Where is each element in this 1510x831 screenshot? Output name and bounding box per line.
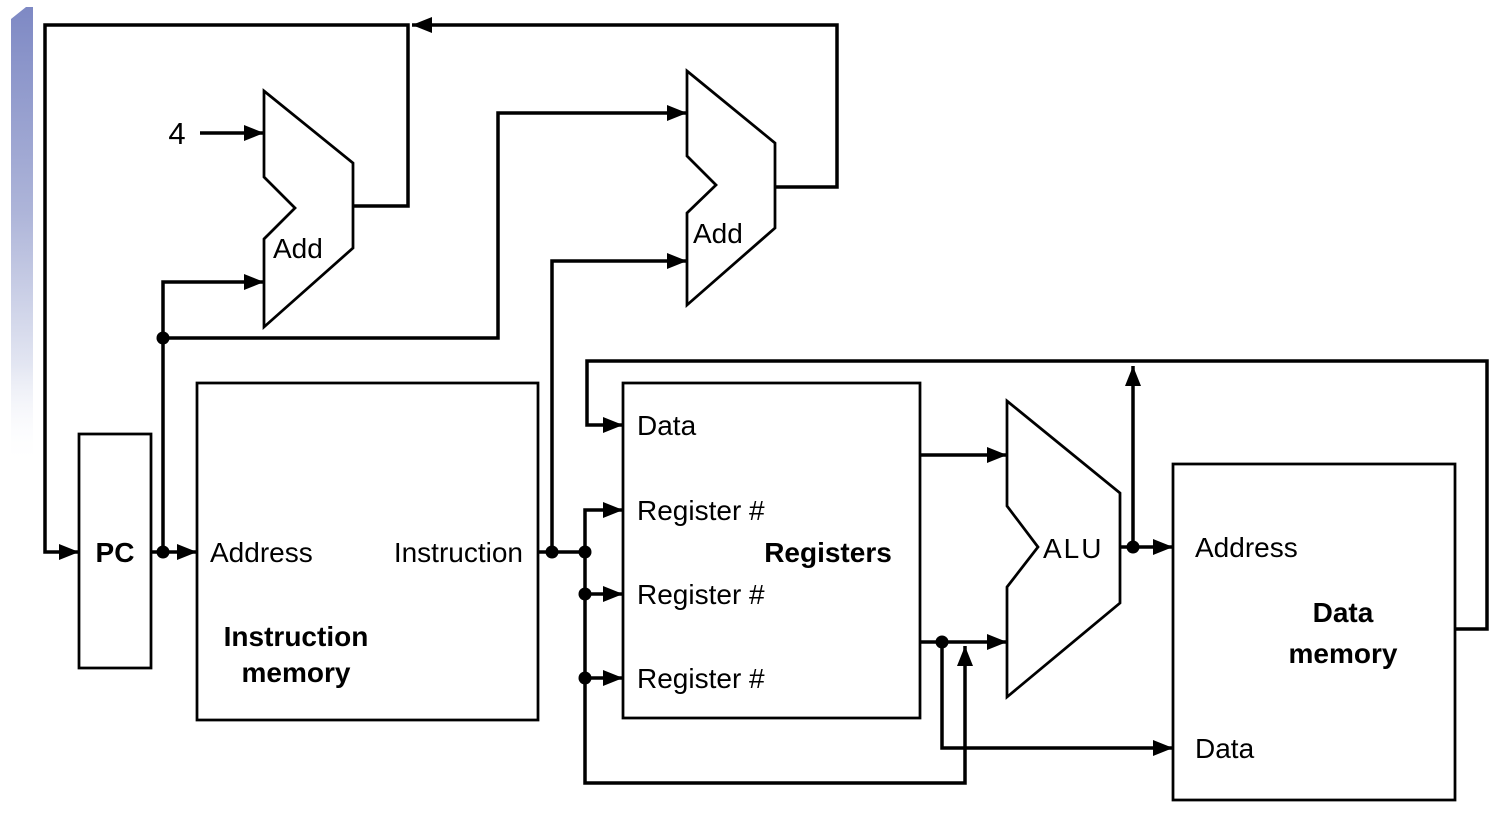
registers-register-port3-label: Register # [637, 663, 765, 694]
instruction-memory-title-line2: memory [242, 657, 351, 688]
junction-register-port2 [578, 587, 592, 601]
registers-block: Data Register # Register # Register # Re… [621, 381, 922, 720]
wire-branch-adder-to-pc-loop [412, 17, 839, 189]
data-memory-title-line1: Data [1313, 597, 1374, 628]
registers-box [621, 381, 922, 720]
registers-register-port1-label: Register # [637, 495, 765, 526]
instruction-memory-title-line1: Instruction [224, 621, 369, 652]
pc-adder-shape [262, 88, 355, 331]
wire-memory-writeback-to-registers [585, 359, 1489, 631]
branch-adder-label: Add [693, 218, 743, 249]
alu-shape [1005, 398, 1122, 700]
junction-instruction-offset [545, 545, 559, 559]
alu: ALU [1005, 398, 1122, 700]
pc-adder: Add [262, 88, 355, 331]
pc-label: PC [96, 537, 135, 568]
instruction-memory-box [195, 381, 540, 722]
data-memory-box [1171, 462, 1457, 802]
wire-pc-to-branch-adder [163, 105, 687, 340]
data-memory-title-line2: memory [1289, 638, 1398, 669]
registers-data-port-label: Data [637, 410, 697, 441]
registers-title: Registers [764, 537, 892, 568]
pc-box [77, 432, 153, 670]
constant-four-label: 4 [168, 116, 185, 151]
junction-pc-branch [156, 331, 170, 345]
pc-adder-label: Add [273, 233, 323, 264]
registers-register-port2-label: Register # [637, 579, 765, 610]
instruction-memory-address-port-label: Address [210, 537, 313, 568]
data-memory-address-port-label: Address [1195, 532, 1298, 563]
branch-adder-shape [685, 68, 777, 309]
alu-label: ALU [1043, 533, 1103, 564]
slide-accent-bar [11, 7, 33, 466]
junction-register-port3 [578, 671, 592, 685]
junction-instruction-fields [578, 545, 592, 559]
data-memory-data-port-label: Data [1195, 733, 1255, 764]
junction-dots [156, 331, 1140, 685]
instruction-memory-block: Address Instruction Instruction memory [195, 381, 540, 722]
wire-instruction-bypass-to-alu-operand [583, 552, 973, 785]
wires [43, 17, 1489, 785]
wire-read-data2-to-data-memory [940, 642, 1173, 756]
data-memory-block: Address Data Data memory [1171, 462, 1457, 802]
junction-alu-result [1126, 540, 1140, 554]
wire-instruction-to-branch-adder [550, 253, 687, 552]
branch-adder: Add [685, 68, 777, 309]
junction-pc-output [156, 545, 170, 559]
pc-block: PC [77, 432, 153, 670]
junction-read-data2 [935, 635, 949, 649]
wire-pc-adder-to-pc [43, 23, 410, 560]
wire-pc-to-pc-adder [161, 274, 264, 552]
instruction-memory-instruction-port-label: Instruction [394, 537, 523, 568]
wire-instruction-to-register-port1 [583, 502, 623, 552]
